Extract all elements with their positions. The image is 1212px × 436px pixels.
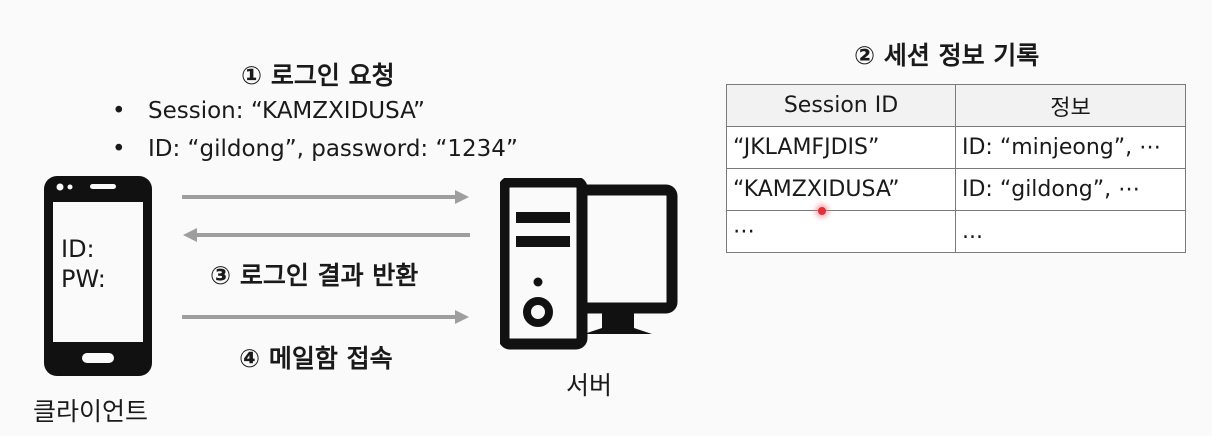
session-table: Session ID 정보 “JKLAMFJDIS” ID: “minjeong… xyxy=(726,84,1186,253)
cursor-highlight-dot xyxy=(818,207,826,215)
client-label: 클라이언트 xyxy=(33,397,149,426)
table-header-row: Session ID 정보 xyxy=(726,84,1186,127)
flow-arrows xyxy=(182,190,470,324)
session-id-cell: ⋯ xyxy=(726,210,956,253)
id-label: ID: xyxy=(61,235,95,263)
smartphone-icon xyxy=(44,176,152,376)
step3-title: ③ 로그인 결과 반환 xyxy=(210,261,419,290)
session-info-cell: ID: “gildong”, ⋯ xyxy=(955,168,1186,211)
mailbox-access-arrow xyxy=(182,310,469,324)
server-label: 서버 xyxy=(566,371,613,400)
column-header-session-id: Session ID xyxy=(726,84,956,127)
session-info-cell: ID: “minjeong”, ⋯ xyxy=(955,126,1186,169)
session-info-cell: ... xyxy=(955,210,1186,253)
credentials-bullet: ID: “gildong”, password: “1234” xyxy=(112,130,518,168)
table-row: ⋯ ... xyxy=(726,210,1186,253)
request-bullet-list: Session: “KAMZXIDUSA” ID: “gildong”, pas… xyxy=(112,92,518,168)
pw-label: PW: xyxy=(61,265,106,293)
server-computer-icon xyxy=(500,178,678,350)
step4-title: ④ 메일함 접속 xyxy=(239,344,393,373)
response-arrow xyxy=(183,228,470,242)
table-row: “KAMZXIDUSA” ID: “gildong”, ⋯ xyxy=(726,168,1186,211)
step2-title: ② 세션 정보 기록 xyxy=(854,41,1040,70)
table-row: “JKLAMFJDIS” ID: “minjeong”, ⋯ xyxy=(726,126,1186,169)
session-id-cell: “JKLAMFJDIS” xyxy=(726,126,956,169)
request-arrow xyxy=(182,190,469,204)
session-bullet: Session: “KAMZXIDUSA” xyxy=(112,92,518,130)
step1-title: ① 로그인 요청 xyxy=(241,61,395,90)
session-id-cell: “KAMZXIDUSA” xyxy=(726,168,956,211)
column-header-info: 정보 xyxy=(955,84,1186,127)
